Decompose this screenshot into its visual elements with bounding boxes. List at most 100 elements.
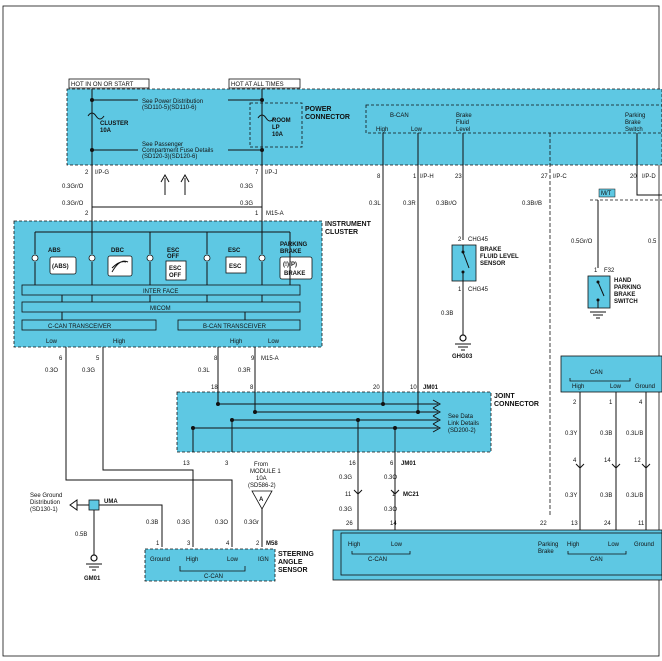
pin-label: 13 [571,521,578,527]
wire-label: 0.3L [369,201,381,207]
pin-label: 4 [639,400,643,406]
wire-label: 0.3L/B [626,493,643,499]
connector-ref: I/P-J [265,170,277,176]
pin-label: 6 [59,356,63,362]
cluster-title-2: CLUSTER [325,229,358,236]
pin-label: 23 [455,174,462,180]
esc-off-warning-lamp: ESC OFF ESC OFF [146,232,187,285]
wire-label: 0.3L/B [626,431,643,437]
pin-label: 1 [609,400,613,406]
connector-ref: M15-A [266,211,284,217]
svg-text:BRAKE: BRAKE [284,271,305,277]
interface-block: INTER FACE [143,289,178,295]
room-lp-label: ROOM [272,118,291,124]
pin-label: 4 [226,541,230,547]
pin-label: 6 [390,461,394,467]
connector-ref: CHG45 [468,287,489,293]
svg-text:ABS: ABS [48,248,61,254]
from-module-label: From [254,462,268,468]
pin-label: 7 [255,170,259,176]
joint-title: JOINT [494,393,515,400]
cluster-fuse-label: CLUSTER [100,121,129,127]
sensor-name: BRAKE [480,247,501,253]
wire-label: 0.3G [339,507,352,513]
pin-label: 8 [377,174,381,180]
wire-label: 0.3B [600,493,612,499]
svg-text:DBC: DBC [111,248,125,254]
connector-ref: JM01 [401,461,417,467]
pin-label: 9 [251,356,255,362]
esc-warning-lamp: ESC ESC [203,232,247,285]
cluster-fuse-rating: 10A [100,128,112,134]
bcan-high-label: High [376,127,388,133]
bcan-low-label: Low [411,127,423,133]
pin-label: 1 [458,287,462,293]
svg-text:Parking: Parking [538,542,558,548]
power-connector-pins: 2 I/P-G 7 I/P-J 8 1 I/P-H 23 27 I/P-C 20… [85,170,656,217]
see-passenger-fuse-2: Compartment Fuse Details [142,148,213,154]
wire-label: 0.3G [339,475,352,481]
connector-ref: MC21 [403,492,420,498]
joint-title-2: CONNECTOR [494,401,539,408]
svg-text:C-CAN: C-CAN [368,557,387,563]
svg-text:(ABS): (ABS) [52,264,69,270]
micom-block: MICOM [150,306,171,312]
hand-parking-brake-switch [587,275,611,319]
svg-text:Ground: Ground [635,384,655,390]
wire-label: 0.3B [146,520,158,526]
svg-text:OFF: OFF [167,254,179,260]
connector-triangle [251,490,273,510]
pin-label: 11 [345,492,352,498]
ccan-transceiver: C-CAN TRANSCEIVER [48,324,112,330]
svg-text:Ground: Ground [150,557,170,563]
svg-text:BRAKE: BRAKE [280,249,301,255]
pin-function: Low [268,339,280,345]
wire-label: 0.3Y [565,493,577,499]
pin-label: 1 [413,174,417,180]
pin-label: 14 [604,458,611,464]
pin-label: 18 [211,385,218,391]
hot-in-on-start-label: HOT IN ON OR START [71,82,134,88]
wire-label: 0.3Y [565,431,577,437]
pin-label: 8 [214,356,218,362]
brake-fluid-label: Brake [456,113,472,119]
wire-label: 0.3Gr/O [62,201,84,207]
parking-switch-label: Parking [625,113,645,119]
svg-text:CAN: CAN [590,370,603,376]
pin-label: 20 [630,174,637,180]
svg-text:ESC: ESC [229,264,242,270]
sensor-name: STEERING [278,551,314,558]
switch-name: HAND [614,278,632,284]
svg-text:ESC: ESC [169,266,182,272]
brake-fluid-label-2: Fluid [456,120,469,126]
see-ground-label-2: Distribution [30,500,60,506]
room-lp-rating: 10A [272,132,284,138]
switch-name: PARKING [614,285,642,291]
pin-label: 10 [410,385,417,391]
wire-label: 0.3R [238,368,251,374]
pin-label: 8 [250,385,254,391]
wire-label: 0.5Gr/O [571,239,593,245]
connector-letter: A [259,497,264,503]
pin-function: Low [46,339,58,345]
brake-fluid-label-3: Level [456,127,470,133]
sensor-name: FLUID LEVEL [480,254,519,260]
wire-label: 0.3Gr/O [62,184,84,190]
pin-label: 2 [85,211,89,217]
power-connector-title-2: CONNECTOR [305,114,350,121]
pin-label: 13 [183,461,190,467]
pin-label: 3 [187,541,191,547]
abs-warning-lamp: ABS (ABS) [31,232,77,285]
cluster-title: INSTRUMENT [325,221,372,228]
joint-connector: JOINT CONNECTOR See Data Link Details (S… [176,391,539,453]
pin-label: 27 [541,174,548,180]
pin-label: 26 [346,521,353,527]
svg-text:High: High [567,542,579,548]
wire-label: 0.3L [198,368,210,374]
parking-switch-label-3: Switch [625,127,643,133]
steering-angle-sensor: Ground High Low IGN C-CAN [144,548,276,582]
pin-label: 24 [604,521,611,527]
pin-label: 16 [349,461,356,467]
ground-symbol [455,334,471,351]
